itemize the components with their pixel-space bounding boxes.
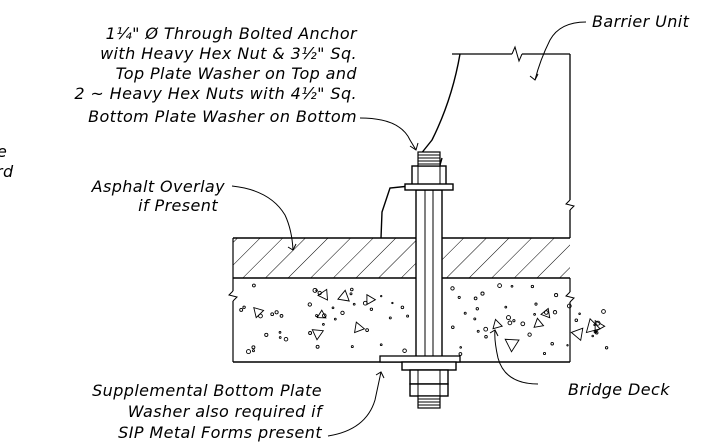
through-bolt-anchor (379, 151, 461, 409)
anchor-note-line-4: 2 ~ Heavy Hex Nuts with 4½" Sq. (74, 84, 357, 103)
anchor-note-line-3: Top Plate Washer on Top and (116, 64, 358, 83)
bridge-deck-label: Bridge Deck (568, 380, 670, 399)
anchor-note: 1¼" Ø Through Bolted Anchor with Heavy H… (74, 24, 358, 126)
anchor-note-line-1: 1¼" Ø Through Bolted Anchor (106, 24, 358, 43)
supplemental-note-line-3: SIP Metal Forms present (118, 423, 322, 442)
cut-off-note: e rd (0, 142, 14, 181)
anchor-note-line-5: Bottom Plate Washer on Bottom (88, 107, 357, 126)
cut-off-line-1: e (0, 142, 7, 161)
supplemental-note: Supplemental Bottom Plate Washer also re… (92, 381, 324, 442)
bridge-deck-slab (228, 278, 609, 363)
asphalt-overlay (232, 237, 570, 279)
asphalt-note-line-2: if Present (138, 196, 218, 215)
asphalt-note-line-1: Asphalt Overlay (91, 177, 226, 196)
barrier-unit-outline (380, 45, 575, 239)
supplemental-note-line-2: Washer also required if (128, 402, 324, 421)
cut-off-line-2: rd (0, 162, 14, 181)
concrete-aggregate (239, 283, 609, 356)
asphalt-note: Asphalt Overlay if Present (91, 177, 226, 215)
barrier-unit-label: Barrier Unit (592, 12, 690, 31)
supplemental-note-line-1: Supplemental Bottom Plate (92, 381, 322, 400)
leader-lines (231, 21, 587, 437)
anchor-note-line-2: with Heavy Hex Nut & 3½" Sq. (100, 44, 357, 63)
